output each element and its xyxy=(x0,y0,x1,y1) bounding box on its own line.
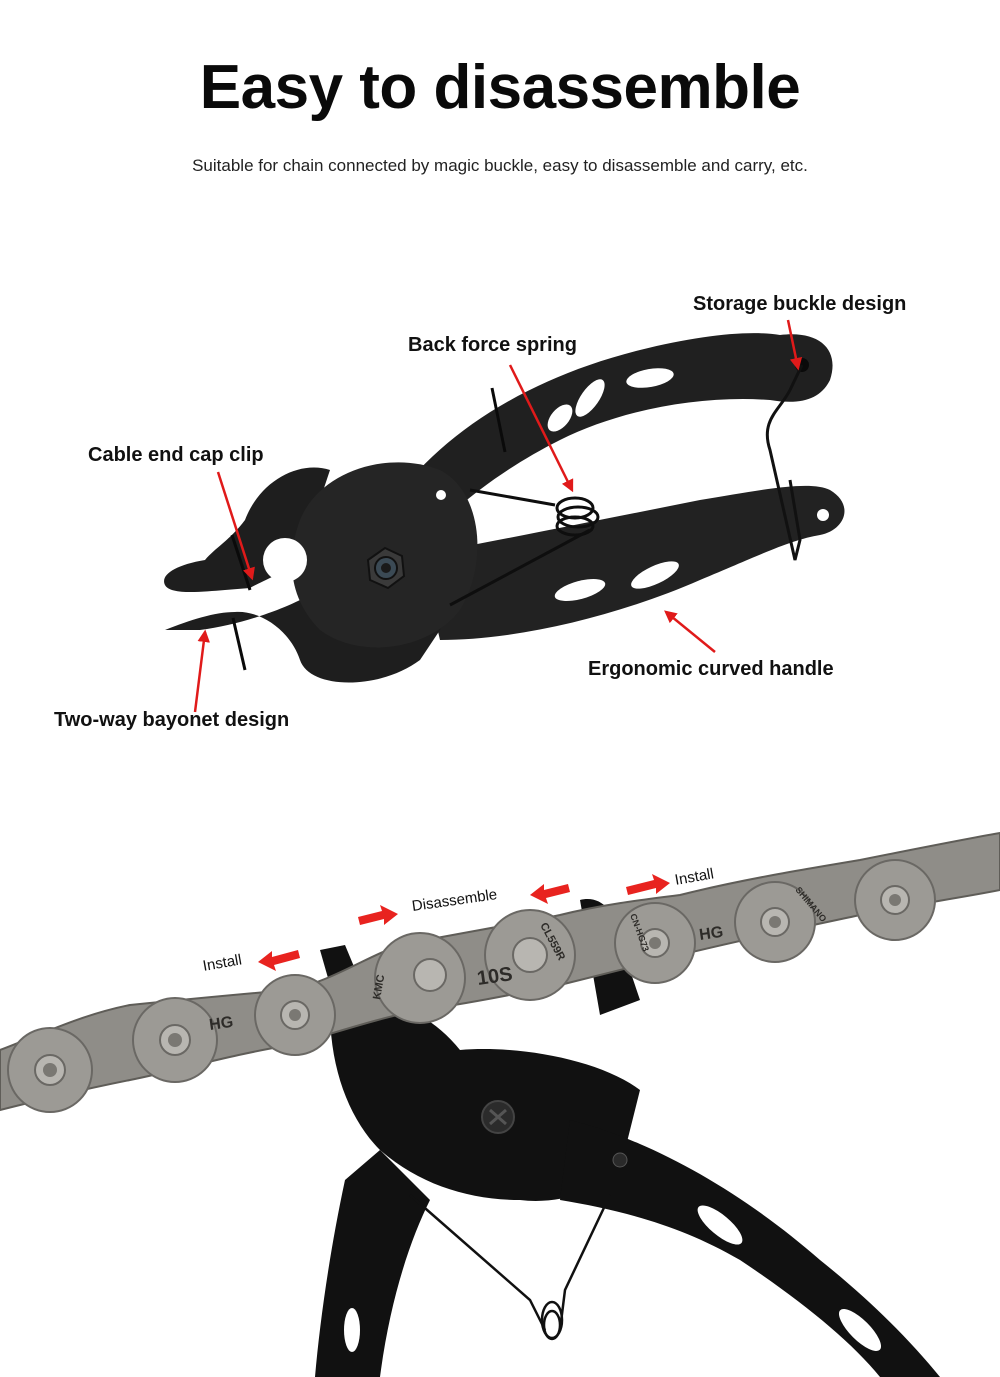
bike-chain xyxy=(0,831,1000,1113)
storage-buckle-wire xyxy=(765,364,804,561)
callout-back-force-spring: Back force spring xyxy=(408,334,577,356)
direction-arrows xyxy=(258,874,670,971)
page-title: Easy to disassemble xyxy=(199,53,801,122)
photo-spring xyxy=(409,1194,612,1341)
plier-diagram xyxy=(164,319,845,713)
lower-handle xyxy=(420,485,845,640)
callout-ergonomic-handle: Ergonomic curved handle xyxy=(588,658,834,680)
back-force-spring xyxy=(449,488,600,607)
photo-plier xyxy=(315,899,940,1377)
callout-two-way-bayonet: Two-way bayonet design xyxy=(54,709,290,731)
callout-storage-buckle: Storage buckle design xyxy=(693,293,907,315)
arrow-disassemble-in-left xyxy=(358,905,398,925)
callout-cable-end-cap-clip: Cable end cap clip xyxy=(88,444,264,466)
quick-link-speed-text: 10S xyxy=(476,963,514,990)
arrow-install-right xyxy=(626,874,670,895)
arrow-install-left xyxy=(258,950,300,971)
arrow-disassemble-in-right xyxy=(530,884,570,904)
page-subtitle: Suitable for chain connected by magic bu… xyxy=(192,156,808,175)
chain-model-text-right: HG xyxy=(698,924,724,944)
callout-arrows xyxy=(193,319,803,713)
chain-model-text-left: HG xyxy=(208,1014,234,1034)
quick-link-brand-text: KMC xyxy=(371,974,387,1001)
plier-head xyxy=(164,462,478,683)
